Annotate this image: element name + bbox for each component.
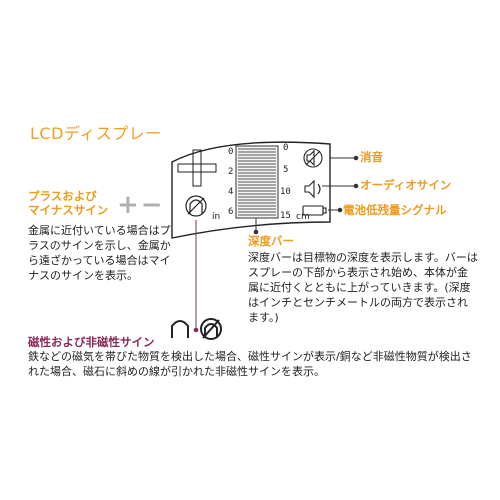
- scale-right-15: 15: [280, 211, 291, 221]
- leader-lines: [253, 155, 359, 235]
- magnetic-sign-label: 磁性および非磁性サイン: [28, 335, 155, 349]
- audio-icon: [304, 179, 321, 199]
- scale-left-6: 6: [228, 207, 233, 217]
- unit-cm: cm: [296, 212, 310, 222]
- magnet-sign-icon: [185, 195, 207, 217]
- unit-in: in: [212, 212, 220, 222]
- depth-bar-description: 深度バーは目標物の深度を表示します。バーはスプレーの下部から表示され始め、本体が…: [248, 251, 478, 324]
- plus-minus-segment-icon: [177, 149, 217, 187]
- non-magnetic-symbol-icon: [200, 318, 222, 340]
- audio-sign-label: オーディオサイン: [360, 178, 452, 192]
- depth-bar-stripes: [238, 148, 276, 216]
- scale-left-4: 4: [228, 187, 233, 197]
- scale-right-0: 0: [283, 143, 288, 153]
- magnet-leader: [193, 220, 199, 333]
- plus-minus-label-line1: プラスおよび: [28, 189, 97, 203]
- scale-left-0: 0: [228, 147, 233, 157]
- scale-right-5: 5: [283, 165, 288, 175]
- plus-minus-symbol-icon: +−: [117, 190, 165, 220]
- diagram-title: LCDディスプレー: [30, 124, 162, 143]
- plus-minus-label: プラスおよび マイナスサイン: [28, 189, 108, 217]
- plus-minus-description: 金属に近付いている場合はプラスのサインを示し、金属から遠ざかっている場合はマイナ…: [28, 224, 171, 282]
- depth-bar-label: 深度バー: [248, 234, 294, 248]
- magnetic-symbol-icon: [171, 320, 189, 338]
- scale-right-10: 10: [280, 187, 291, 197]
- mute-label: 消音: [360, 150, 383, 164]
- mute-icon: [303, 148, 323, 168]
- battery-icon: [302, 205, 327, 216]
- plus-minus-label-line2: マイナスサイン: [28, 203, 109, 217]
- magnetic-sign-description: 鉄などの磁気を帯びた物質を検出した場合、磁性サインが表示/銅など非磁性物質が検出…: [28, 350, 472, 378]
- scale-left-2: 2: [228, 167, 233, 177]
- battery-low-label: 電池低残量シグナル: [343, 203, 447, 217]
